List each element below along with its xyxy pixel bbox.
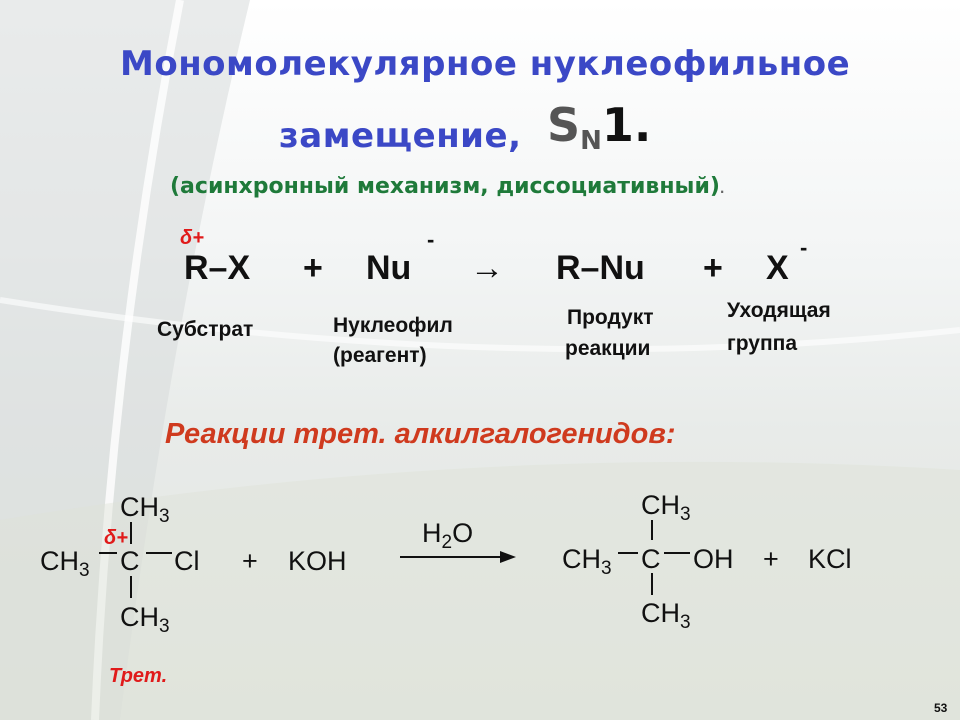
label-leaving-1: Уходящая	[727, 299, 831, 322]
ch-subscript: 3	[680, 612, 691, 633]
section-title: Реакции трет. алкилгалогенидов:	[165, 418, 676, 450]
product-top-ch3: CH3	[641, 490, 691, 526]
product-left-ch3: CH3	[562, 544, 612, 580]
page-number: 53	[934, 701, 948, 715]
ch-text: CH	[120, 602, 159, 632]
label-product-1: Продукт	[567, 306, 654, 329]
reagent-koh: KOH	[288, 546, 347, 576]
reactant-central-carbon: C	[120, 546, 140, 576]
ch-text: CH	[562, 544, 601, 574]
substrate-formula: R–X	[184, 249, 251, 287]
reactant-top-ch3: CH3	[120, 492, 170, 528]
nucleophile-formula: Nu	[366, 249, 412, 287]
label-substrate: Субстрат	[157, 318, 254, 341]
plus-sign-2: +	[703, 249, 723, 287]
ch-text: CH	[40, 546, 79, 576]
ch-text: CH	[641, 490, 680, 520]
sn1-label: SN1.	[547, 98, 651, 156]
sn-subscript: N	[580, 126, 602, 156]
sn-letter: S	[547, 98, 581, 152]
h-text: H	[422, 518, 442, 548]
subtitle: (асинхронный механизм, диссоциативный).	[170, 174, 724, 199]
example-plus-1: +	[242, 546, 258, 576]
sn-number: 1.	[601, 98, 652, 152]
ch-text: CH	[641, 598, 680, 628]
label-leaving-2: группа	[727, 332, 798, 355]
ch-text: CH	[120, 492, 159, 522]
product-bottom-ch3: CH3	[641, 598, 691, 634]
byproduct-kcl: KCl	[808, 544, 852, 574]
ch-subscript: 3	[680, 504, 691, 525]
reaction-condition-water: H2O	[422, 518, 473, 554]
title-line-2: замещение,	[279, 116, 522, 156]
ch-subscript: 3	[159, 616, 170, 637]
subtitle-dot: .	[719, 182, 725, 196]
ch-subscript: 3	[601, 558, 612, 579]
h-subscript: 2	[441, 532, 453, 553]
tertiary-label: Трет.	[109, 665, 168, 687]
ch-subscript: 3	[79, 560, 90, 581]
subtitle-text: (асинхронный механизм, диссоциативный)	[170, 174, 720, 199]
reactant-left-ch3: CH3	[40, 546, 90, 582]
reaction-arrow: →	[470, 249, 504, 287]
nucleophile-charge: -	[427, 227, 435, 252]
delta-plus-general: δ+	[180, 227, 204, 249]
example-plus-2: +	[763, 544, 779, 574]
reactant-chlorine: Cl	[174, 546, 200, 576]
plus-sign-1: +	[303, 249, 323, 287]
o-text: O	[452, 518, 474, 548]
label-product-2: реакции	[565, 337, 651, 360]
ch-subscript: 3	[159, 506, 170, 527]
label-nucleophile-2: (реагент)	[333, 344, 427, 367]
product-central-carbon: C	[641, 544, 661, 574]
title-line-1: Мономолекулярное нуклеофильное	[120, 44, 851, 84]
reactant-bottom-ch3: CH3	[120, 602, 170, 638]
label-nucleophile-1: Нуклеофил	[333, 314, 453, 337]
product-formula: R–Nu	[556, 249, 645, 287]
product-hydroxyl: OH	[693, 544, 734, 574]
leaving-group-formula: X	[766, 249, 789, 287]
leaving-group-charge: -	[800, 235, 808, 260]
delta-plus-example: δ+	[104, 527, 128, 549]
